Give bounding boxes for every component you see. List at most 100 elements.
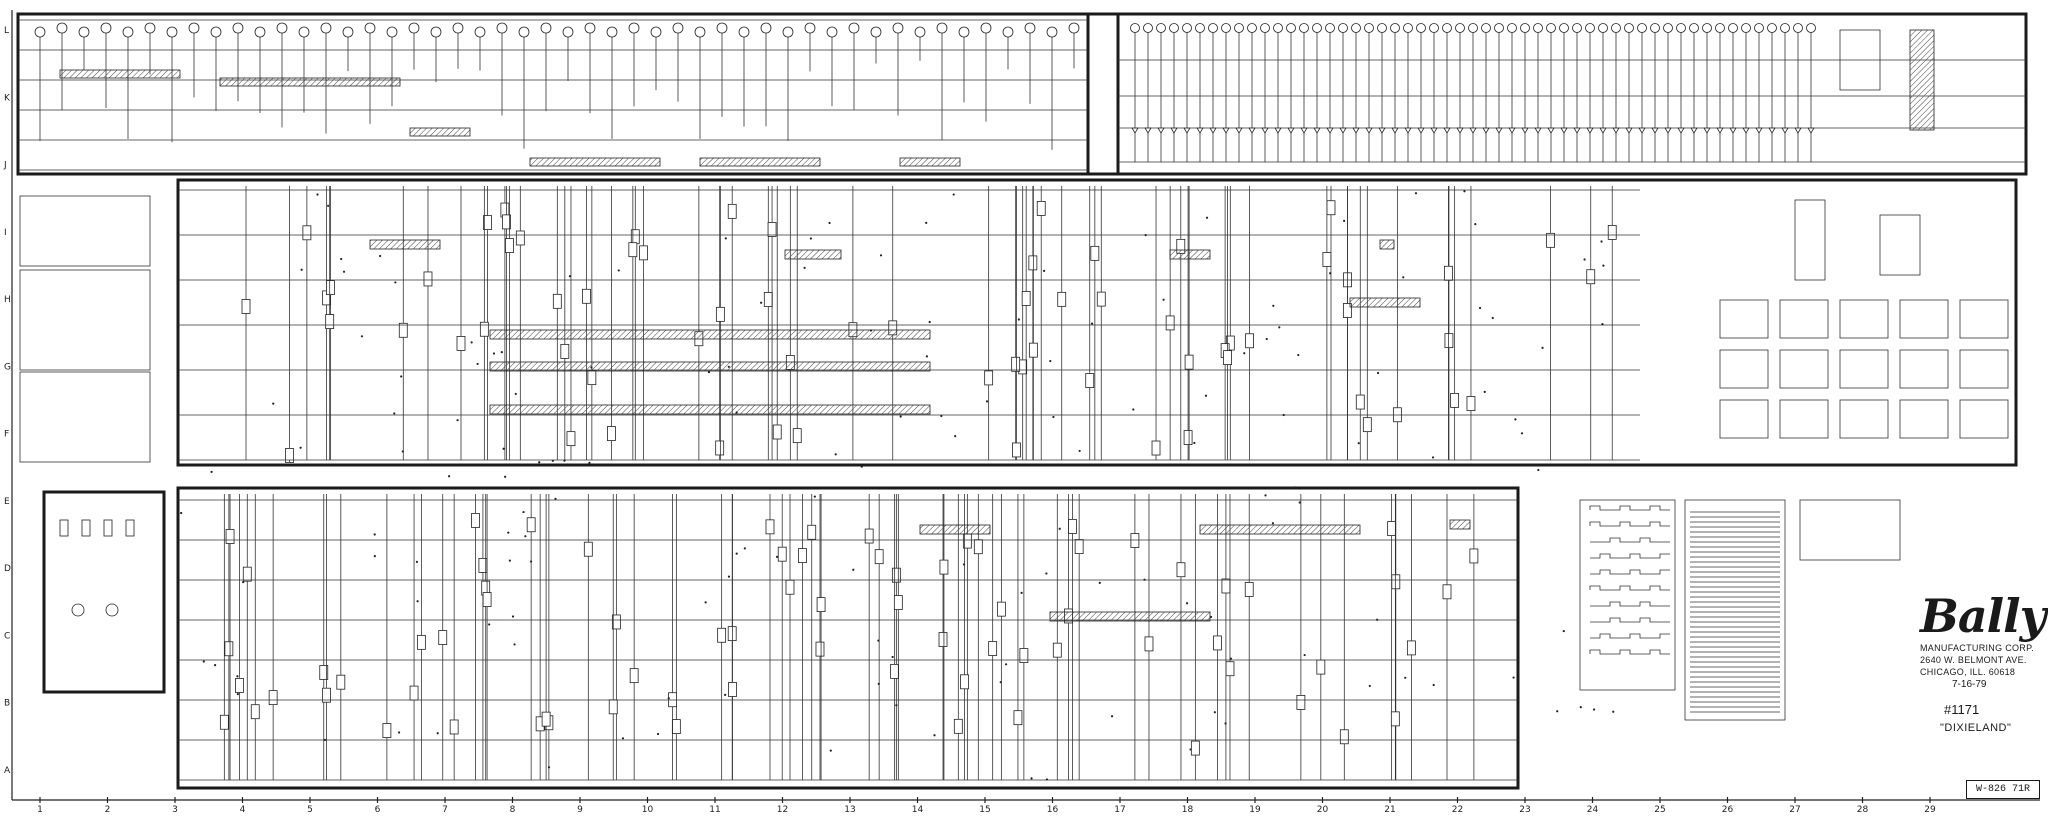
lamp-symbol [78, 26, 90, 38]
lamp-symbol [1143, 23, 1153, 33]
lamp-symbol [1533, 23, 1543, 33]
relay-coil [893, 595, 903, 610]
stepper-unit [369, 239, 441, 250]
plug-chart [1839, 399, 1889, 439]
diode-symbol [1807, 127, 1815, 134]
junction-dot [1045, 778, 1049, 781]
grid-column-label: 7 [442, 805, 448, 815]
relay-coil [456, 335, 466, 351]
cam-timing-waveform [1590, 601, 1670, 607]
cam-timing-waveform [1590, 617, 1670, 623]
diode-symbol [1339, 127, 1347, 134]
relay-coil [471, 513, 480, 528]
diode-symbol [1690, 127, 1698, 134]
bally-logo: Bally [1920, 589, 2046, 643]
junction-dot [1491, 316, 1494, 320]
junction-dot [554, 497, 557, 501]
grid-column-label: 28 [1857, 805, 1869, 815]
junction-dot [727, 365, 730, 368]
diode-symbol [1313, 127, 1321, 134]
grid-column-label: 17 [1114, 805, 1125, 815]
relay-coil [541, 711, 551, 727]
company-address: 2640 W. BELMONT AVE. [1920, 655, 2027, 665]
lamp-symbol [1806, 23, 1816, 33]
junction-dot [724, 237, 727, 240]
junction-dot [860, 465, 863, 468]
junction-dot [500, 351, 503, 354]
lamp-symbol [716, 22, 728, 34]
junction-dot [210, 470, 213, 474]
relay-coil [566, 431, 576, 447]
lamp-symbol [1611, 23, 1621, 33]
stepper-unit [1349, 297, 1421, 308]
junction-dot [436, 732, 439, 735]
grid-column-label: 4 [240, 805, 246, 815]
relay-coil [798, 548, 807, 564]
lamp-symbol [364, 22, 376, 34]
junction-dot [400, 375, 403, 378]
junction-dot [1579, 706, 1582, 709]
grid-column-label: 2 [105, 805, 111, 815]
junction-dot [1376, 618, 1379, 621]
relay-coil [449, 719, 459, 735]
relay-coil [1036, 201, 1046, 216]
cam-timing-waveform [1590, 537, 1670, 543]
junction-dot [236, 675, 239, 678]
lamp-symbol [320, 22, 332, 34]
diode-symbol [1508, 127, 1516, 134]
relay-coil [1387, 521, 1397, 536]
junction-dot [999, 681, 1002, 684]
junction-dot [563, 459, 566, 462]
relay-coil [125, 519, 135, 537]
diode-symbol [1235, 127, 1243, 134]
junction-dot [1004, 663, 1008, 666]
relay-coil [874, 549, 884, 565]
cam-timing-chart [1579, 499, 1676, 691]
diode-symbol [1443, 127, 1451, 134]
lamp-symbol [254, 26, 266, 38]
junction-dot [1562, 629, 1565, 633]
junction-dot [447, 475, 451, 478]
lamp-symbol [1351, 23, 1361, 33]
junction-dot [1514, 418, 1517, 421]
diode-symbol [1755, 127, 1763, 134]
junction-dot [547, 766, 551, 769]
relay-coil [1012, 442, 1021, 458]
relay-coil [1444, 265, 1453, 281]
junction-dot [1298, 501, 1301, 504]
lamp-symbol [870, 26, 882, 38]
relay-coil [792, 428, 802, 444]
lamp-symbol [1715, 23, 1725, 33]
relay-coil [1068, 519, 1077, 534]
lamp-symbol [1637, 23, 1647, 33]
junction-dot [735, 552, 738, 555]
relay-coil [1019, 648, 1029, 663]
relay-coil [1469, 548, 1479, 564]
lamp-symbol [1312, 23, 1322, 33]
plug-chart [1779, 349, 1829, 389]
lamp-symbol [1247, 23, 1257, 33]
diode-symbol [1781, 127, 1789, 134]
grid-row-label: I [4, 228, 7, 238]
junction-dot [213, 664, 217, 667]
transformer-wiring [1879, 214, 1921, 276]
lamp-symbol [1416, 23, 1426, 33]
junction-dot [803, 266, 806, 269]
relay-coil [587, 370, 597, 386]
junction-dot [529, 560, 533, 563]
relay-coil [1316, 659, 1326, 675]
diode-symbol [1326, 127, 1334, 134]
diode-symbol [1157, 127, 1165, 134]
relay-coil [953, 718, 963, 734]
junction-dot [925, 355, 928, 358]
junction-dot [1612, 710, 1615, 713]
relay-coil [242, 566, 252, 582]
grid-row-label: F [4, 430, 9, 440]
top-middle-strip [1086, 12, 1120, 176]
diode-symbol [1469, 127, 1477, 134]
junction-dot [470, 341, 473, 344]
lamp-symbol [1234, 23, 1244, 33]
cam-timing-waveform [1589, 521, 1670, 527]
grid-column-label: 12 [777, 805, 788, 815]
junction-dot [1078, 449, 1081, 453]
